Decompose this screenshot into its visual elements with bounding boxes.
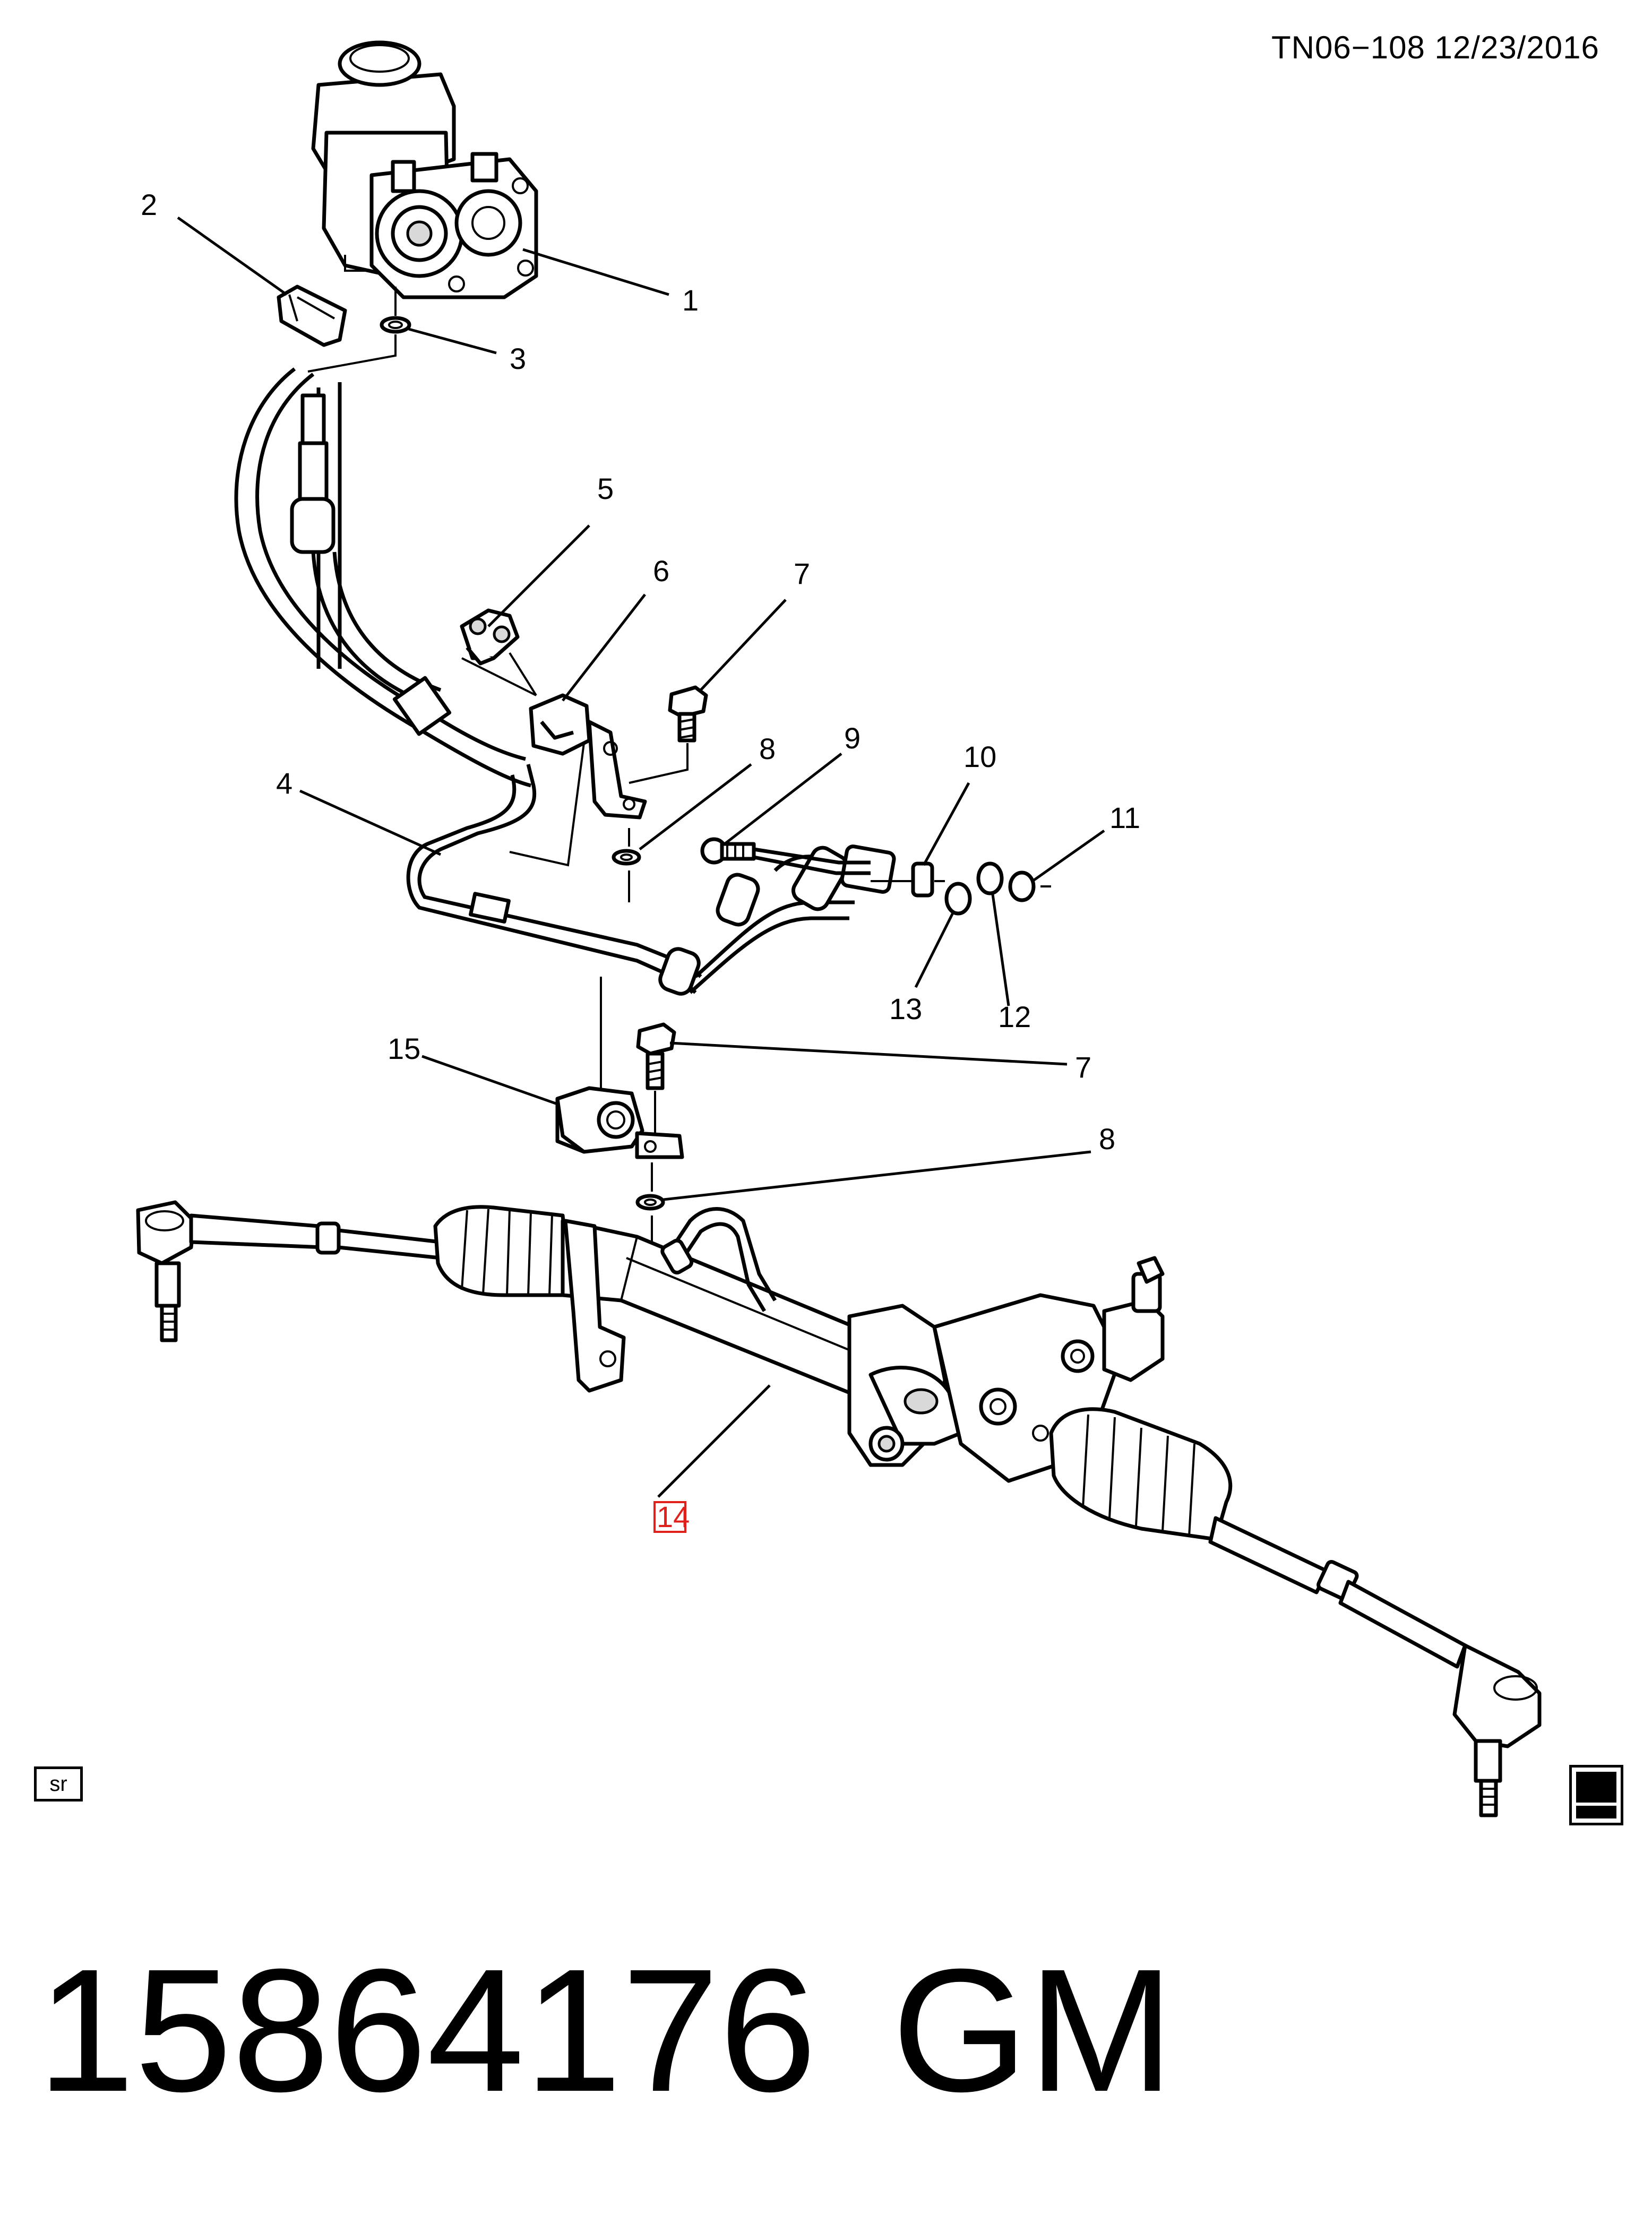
sr-badge: sr xyxy=(34,1766,83,1801)
hose-clamp xyxy=(277,285,347,347)
leader-8b xyxy=(663,1150,1091,1201)
power-steering-pump xyxy=(311,40,538,299)
leader-15 xyxy=(421,1055,558,1106)
leader-12 xyxy=(991,894,1010,1006)
cca-logo-mark xyxy=(1576,1806,1616,1818)
leader-9 xyxy=(724,753,842,845)
pipe-clamp xyxy=(460,608,537,696)
callout-5: 5 xyxy=(597,472,614,505)
callout-7-upper: 7 xyxy=(794,557,810,590)
callout-6: 6 xyxy=(653,554,669,588)
callout-8-lower: 8 xyxy=(1099,1122,1115,1156)
leader-10 xyxy=(922,782,970,866)
hose-assembly xyxy=(234,367,531,788)
ring-13 xyxy=(944,882,972,916)
bolt-upper xyxy=(629,685,708,784)
part-number: 15864176 xyxy=(37,1932,817,2128)
hose-bracket xyxy=(509,693,647,867)
insulator-bracket xyxy=(555,977,684,1159)
leader-6 xyxy=(562,593,646,702)
ring-11 xyxy=(1008,870,1036,902)
hose-pipe-assembly xyxy=(406,764,896,996)
leader-4 xyxy=(299,789,442,856)
callout-9: 9 xyxy=(844,721,861,755)
leader-5 xyxy=(487,524,590,627)
seal-10 xyxy=(911,861,934,898)
callout-12: 12 xyxy=(998,1000,1031,1033)
washer-upper xyxy=(612,828,641,902)
pipe-bolt xyxy=(700,837,871,875)
callout-8-upper: 8 xyxy=(759,732,776,765)
steering-gear-rack xyxy=(136,1200,1542,1817)
steering-exploded-diagram: 1 2 3 4 5 6 7 7 8 8 9 10 11 12 13 14 15 xyxy=(136,40,1542,1817)
o-ring-seal-3 xyxy=(307,287,411,373)
callout-labels: 1 2 3 4 5 6 7 7 8 8 9 10 11 12 13 14 15 xyxy=(141,188,1140,1533)
callout-14: 14 xyxy=(657,1500,690,1533)
gm-logo-mark xyxy=(1576,1772,1616,1803)
callout-1: 1 xyxy=(682,283,699,317)
callout-3: 3 xyxy=(510,342,526,375)
document-code: TN06−108 12/23/2016 xyxy=(1271,30,1599,65)
callout-13: 13 xyxy=(889,992,922,1025)
callout-15: 15 xyxy=(388,1032,420,1065)
leader-1 xyxy=(522,248,669,296)
ring-12 xyxy=(976,861,1004,895)
leader-lines xyxy=(177,216,1105,1498)
seal-rings xyxy=(871,861,1051,916)
bolt-lower xyxy=(636,1022,676,1136)
callout-10: 10 xyxy=(963,740,996,773)
callout-11: 11 xyxy=(1109,801,1140,834)
leader-3 xyxy=(408,327,497,355)
leader-2 xyxy=(177,216,288,296)
callout-14-highlight xyxy=(653,1501,686,1533)
callout-7-lower: 7 xyxy=(1075,1050,1091,1084)
gm-cca-logo-icon xyxy=(1569,1765,1623,1825)
brand-name: GM xyxy=(892,1932,1174,2128)
washer-lower xyxy=(635,1162,665,1242)
leader-8a xyxy=(639,763,752,850)
callout-4: 4 xyxy=(276,766,292,800)
leader-7a xyxy=(700,599,787,691)
leader-11 xyxy=(1031,829,1105,883)
leader-14 xyxy=(657,1384,771,1498)
callout-2: 2 xyxy=(141,188,157,221)
leader-13 xyxy=(914,912,954,988)
leader-7b xyxy=(669,1041,1068,1066)
